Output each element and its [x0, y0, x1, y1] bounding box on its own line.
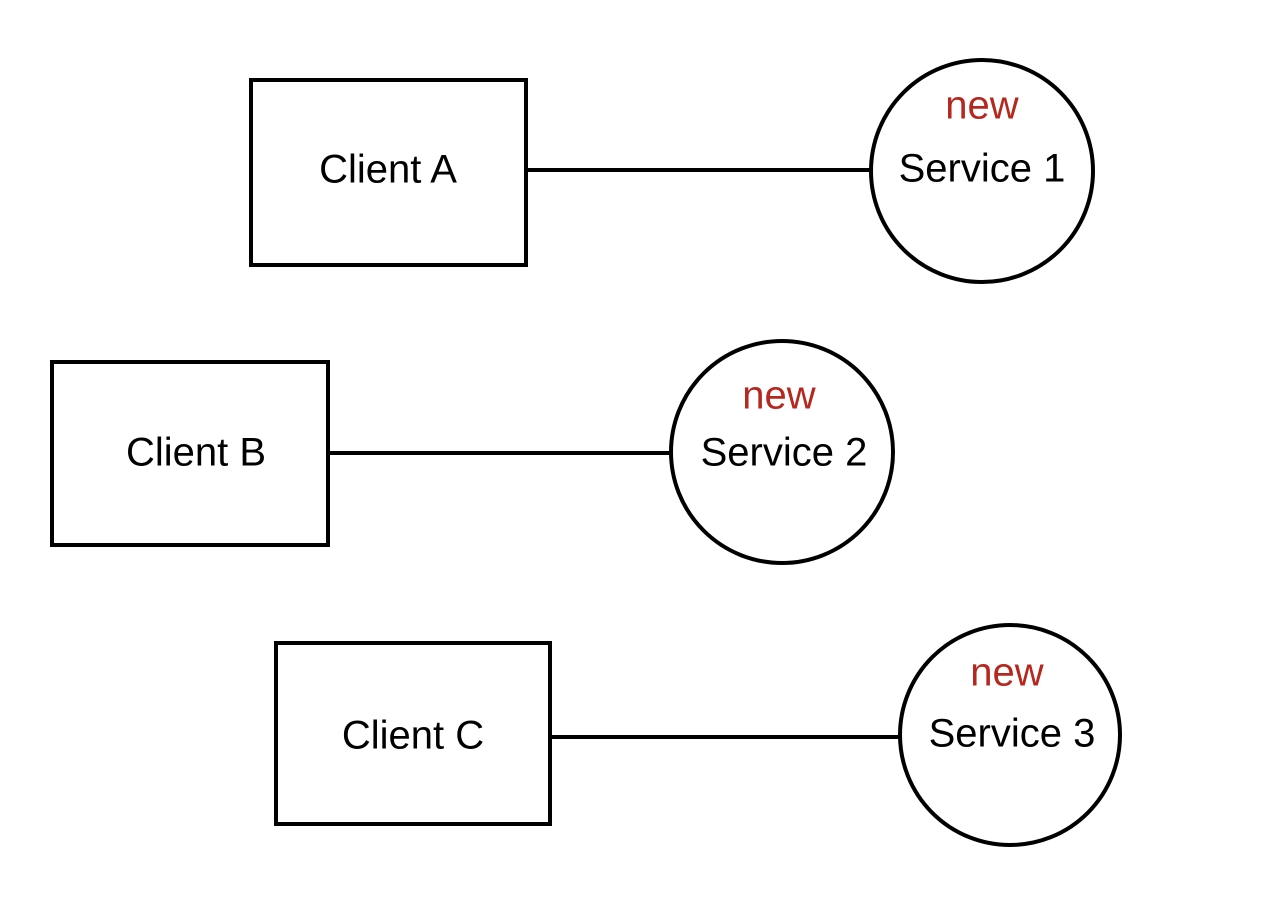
node-client-b[interactable] [50, 360, 330, 547]
node-service-1-label: Service 1 [899, 147, 1066, 191]
diagram-row-3: Client C new Service 3 [274, 623, 1122, 847]
diagram-row-1: Client A new Service 1 [249, 58, 1095, 284]
node-client-c[interactable] [274, 641, 552, 826]
node-service-1-badge: new [945, 84, 1018, 128]
node-service-1[interactable] [869, 58, 1095, 284]
node-service-2-badge: new [742, 374, 815, 418]
node-service-2-label: Service 2 [701, 431, 868, 475]
node-service-2[interactable] [669, 339, 895, 565]
node-client-a-label: Client A [319, 148, 457, 192]
node-service-3-badge: new [970, 651, 1043, 695]
node-service-3-label: Service 3 [929, 712, 1096, 756]
node-client-b-label: Client B [126, 431, 266, 475]
node-client-a[interactable] [249, 78, 528, 267]
node-client-c-label: Client C [342, 714, 484, 758]
diagram-row-2: Client B new Service 2 [50, 339, 895, 565]
node-service-3[interactable] [898, 623, 1122, 847]
